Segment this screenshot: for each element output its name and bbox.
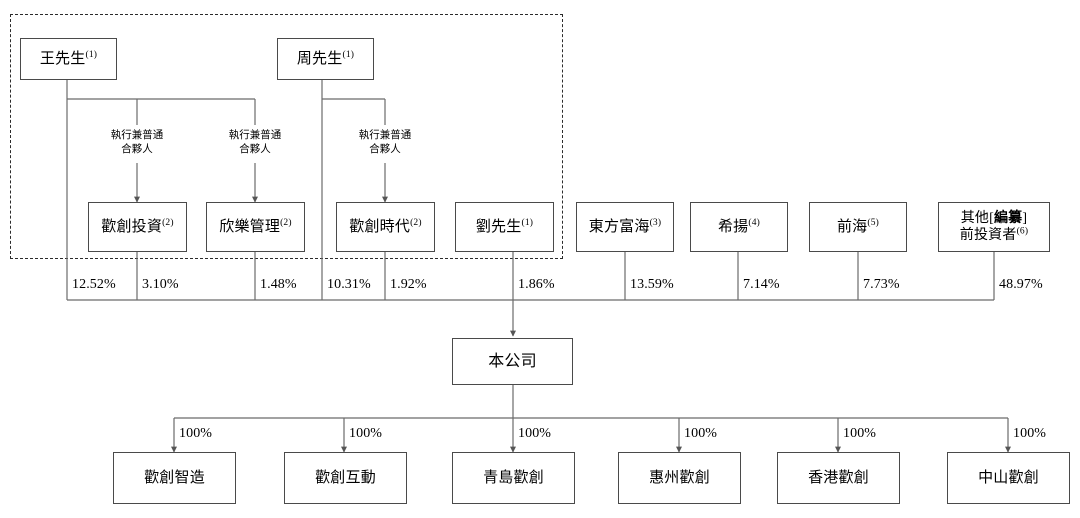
node-huanchuang-zhizao[interactable]: 歡創智造	[113, 452, 236, 504]
node-label: 東方富海	[588, 218, 650, 235]
percent-label-huizhou-huanchuang: 100%	[684, 426, 718, 441]
footnote-marker: (5)	[867, 217, 880, 228]
node-label: 歡創互動	[315, 469, 376, 486]
node-huanchuang-hudong[interactable]: 歡創互動	[284, 452, 407, 504]
founder-group-dashed-boundary	[10, 14, 563, 259]
percent-label-huanchuang-shidai: 1.92%	[390, 277, 427, 292]
node-qianhai[interactable]: 前海(5)	[809, 202, 907, 252]
node-label: 本公司	[488, 352, 537, 370]
node-other-pre-ipo-investors[interactable]: 其他[編纂] 前投資者(6)	[938, 202, 1050, 252]
node-xinle-guanli[interactable]: 欣樂管理(2)	[206, 202, 305, 252]
percent-label-zhou-direct: 10.31%	[327, 277, 371, 292]
editorial-marker: 編纂	[993, 210, 1023, 226]
role-line-2: 合夥人	[121, 144, 153, 156]
footnote-marker: (1)	[85, 49, 98, 60]
node-huanchuang-touzi[interactable]: 歡創投資(2)	[88, 202, 187, 252]
node-zhongshan-huanchuang[interactable]: 中山歡創	[947, 452, 1070, 504]
node-label-line-1: 其他[編纂]	[961, 211, 1028, 226]
percent-label-huanchuang-hudong: 100%	[349, 426, 383, 441]
node-label: 周先生	[296, 50, 343, 67]
footnote-marker: (1)	[521, 217, 534, 228]
footnote-marker: (4)	[748, 217, 761, 228]
node-huizhou-huanchuang[interactable]: 惠州歡創	[618, 452, 741, 504]
node-liu-xiansheng[interactable]: 劉先生(1)	[455, 202, 554, 252]
role-line-1: 執行兼普通	[228, 130, 282, 141]
percent-label-xiyang: 7.14%	[743, 277, 780, 292]
node-dongfang-fuhai[interactable]: 東方富海(3)	[576, 202, 674, 252]
percent-label-qianhai: 7.73%	[863, 277, 900, 292]
other-prefix: 其他[	[960, 210, 994, 226]
node-label: 惠州歡創	[649, 469, 710, 486]
node-wang-xiansheng[interactable]: 王先生(1)	[20, 38, 117, 80]
percent-label-other-investors: 48.97%	[999, 277, 1043, 292]
role-label-general-partner-3: 執行兼普通 合夥人	[335, 129, 435, 157]
node-label: 王先生	[39, 50, 86, 67]
percent-label-zhongshan-huanchuang: 100%	[1013, 426, 1047, 441]
role-line-1: 執行兼普通	[358, 130, 412, 141]
node-the-company[interactable]: 本公司	[452, 338, 573, 385]
node-label: 前海	[836, 218, 868, 235]
percent-label-xinle-guanli: 1.48%	[260, 277, 297, 292]
node-label-line-2: 前投資者	[959, 228, 1017, 243]
role-line-2: 合夥人	[239, 144, 271, 156]
node-label: 青島歡創	[483, 469, 544, 486]
percent-label-wang-direct: 12.52%	[72, 277, 116, 292]
footnote-marker: (2)	[162, 217, 174, 228]
node-zhou-xiansheng[interactable]: 周先生(1)	[277, 38, 374, 80]
footnote-marker: (3)	[649, 217, 662, 228]
percent-label-hongkong-huanchuang: 100%	[843, 426, 877, 441]
footnote-marker: (2)	[280, 217, 292, 228]
node-xiyang[interactable]: 希揚(4)	[690, 202, 788, 252]
footnote-marker: (1)	[342, 49, 355, 60]
percent-label-huanchuang-zhizao: 100%	[179, 426, 213, 441]
node-qingdao-huanchuang[interactable]: 青島歡創	[452, 452, 575, 504]
role-label-general-partner-2: 執行兼普通 合夥人	[205, 129, 305, 157]
footnote-marker: (2)	[410, 217, 422, 228]
node-label: 香港歡創	[808, 469, 869, 486]
percent-label-liu-xiansheng: 1.86%	[518, 277, 555, 292]
node-huanchuang-shidai[interactable]: 歡創時代(2)	[336, 202, 435, 252]
node-label: 希揚	[717, 218, 749, 235]
other-suffix: ]	[1022, 210, 1028, 226]
node-label: 歡創時代	[349, 218, 411, 235]
node-label: 歡創智造	[144, 469, 205, 486]
role-label-general-partner-1: 執行兼普通 合夥人	[87, 129, 187, 157]
footnote-marker: (6)	[1016, 226, 1029, 237]
node-hongkong-huanchuang[interactable]: 香港歡創	[777, 452, 900, 504]
node-label: 中山歡創	[978, 469, 1039, 486]
role-line-1: 執行兼普通	[110, 130, 164, 141]
role-line-2: 合夥人	[369, 144, 401, 156]
percent-label-huanchuang-touzi: 3.10%	[142, 277, 179, 292]
percent-label-dongfang-fuhai: 13.59%	[630, 277, 674, 292]
percent-label-qingdao-huanchuang: 100%	[518, 426, 552, 441]
node-label: 歡創投資	[101, 218, 163, 235]
node-label: 劉先生	[475, 218, 522, 235]
node-label: 欣樂管理	[219, 218, 281, 235]
